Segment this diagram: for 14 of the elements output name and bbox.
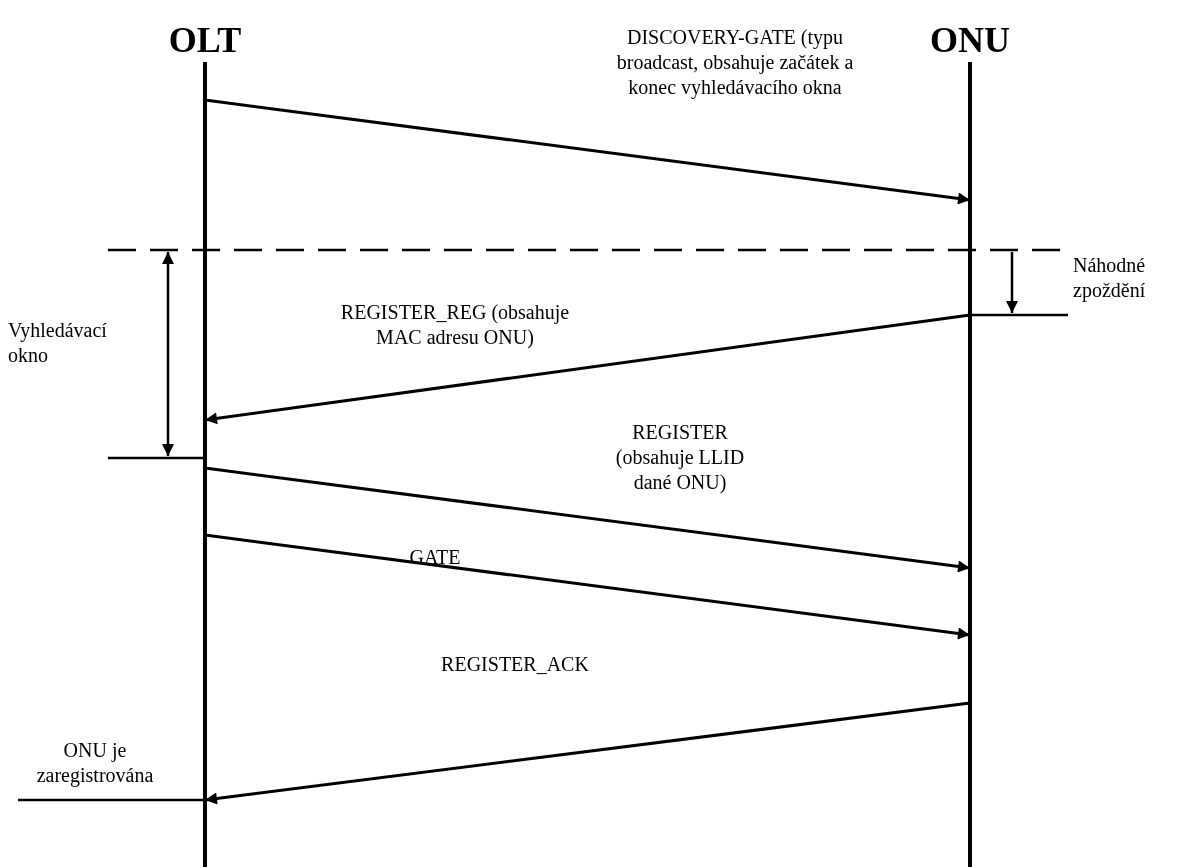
message-label: REGISTER_REG (obsahuje MAC adresu ONU)	[339, 300, 571, 350]
message-label: REGISTER (obsahuje LLID dané ONU)	[614, 420, 746, 495]
note-text: Náhodné zpoždění	[1073, 253, 1147, 303]
message-label: REGISTER_ACK	[440, 652, 590, 677]
message-arrow	[204, 98, 971, 205]
lifeline-title: ONU	[929, 20, 1011, 60]
message-label: DISCOVERY-GATE (typu broadcast, obsahuje začátek a konec vyhledávacího okna	[615, 25, 855, 100]
note-text: Vyhledávací okno	[8, 318, 108, 368]
message-arrow	[204, 701, 971, 805]
message-arrow	[204, 533, 971, 640]
lifeline-title: OLT	[167, 20, 243, 60]
message-arrow	[204, 313, 971, 425]
note-text: ONU je zaregistrována	[35, 738, 155, 788]
message-arrow	[204, 466, 971, 573]
